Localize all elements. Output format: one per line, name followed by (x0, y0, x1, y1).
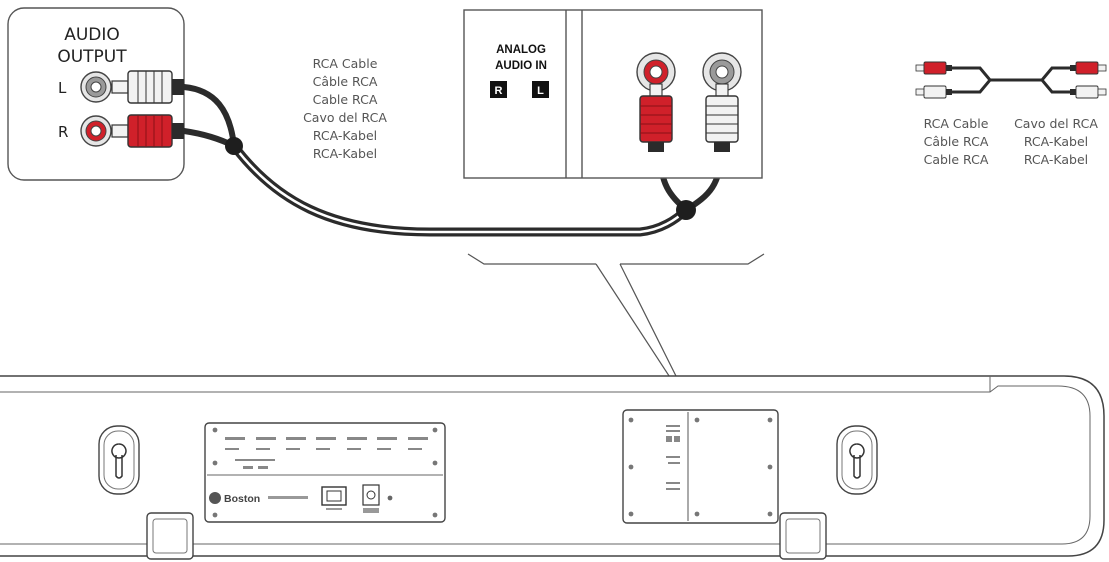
brand-logo: Boston (209, 492, 308, 505)
cable-junction-right (676, 200, 696, 220)
keyhole-mount-left (98, 425, 140, 495)
power-switch (321, 486, 347, 510)
analog-input-left-badge-label: L (537, 85, 544, 97)
cable-caption-line: Cavo del RCA (303, 110, 387, 125)
analog-input-left-badge (532, 81, 549, 98)
analog-input-panel: ANALOG AUDIO IN R L (463, 9, 763, 179)
cable-caption-line: Cable RCA (313, 92, 378, 107)
analog-input-title-line2: AUDIO IN (495, 60, 547, 72)
source-device: AUDIO OUTPUT L R (7, 7, 185, 181)
cable-junction-left (225, 137, 243, 155)
legend-label: Cable RCA (924, 152, 989, 167)
soundbar: Boston (0, 375, 1105, 560)
cable-caption-line: RCA Cable (313, 56, 378, 71)
soundbar-foot-right (779, 512, 827, 560)
cable-caption: RCA Cable Câble RCA Cable RCA Cavo del R… (303, 56, 387, 161)
keyhole-mount-right (836, 425, 878, 495)
source-left-label: L (58, 79, 67, 97)
rear-analog-plate (622, 409, 779, 524)
source-right-label: R (58, 123, 68, 141)
cable-caption-line: RCA-Kabel (313, 146, 377, 161)
source-red-plug (111, 114, 184, 148)
input-red-plug (639, 83, 673, 152)
legend-label: RCA-Kabel (1024, 152, 1088, 167)
input-right-jack (636, 52, 676, 92)
analog-input-right-badge (490, 81, 507, 98)
source-title-line2: OUTPUT (57, 47, 127, 67)
brand-logo-text: Boston (224, 493, 260, 505)
input-white-plug (705, 83, 739, 152)
source-right-jack (80, 115, 112, 147)
rear-connector-panel: Boston (204, 422, 446, 523)
analog-input-title-line1: ANALOG (496, 44, 546, 56)
source-white-plug (111, 70, 184, 104)
analog-input-panel-box (463, 9, 763, 179)
legend-label: RCA-Kabel (1024, 134, 1088, 149)
source-title-line1: AUDIO (64, 25, 120, 45)
legend-label: Câble RCA (924, 134, 989, 149)
input-left-jack (702, 52, 742, 92)
legend-label: RCA Cable (924, 116, 989, 131)
source-left-jack (80, 71, 112, 103)
legend-label: Cavo del RCA (1014, 116, 1098, 131)
dc-power-jack (362, 484, 393, 513)
soundbar-foot-left (146, 512, 194, 560)
cable-legend: RCA Cable Câble RCA Cable RCA Cavo del R… (915, 61, 1107, 167)
cable-caption-line: Câble RCA (313, 74, 378, 89)
cable-caption-line: RCA-Kabel (313, 128, 377, 143)
analog-input-right-badge-label: R (495, 85, 503, 97)
legend-cable-icon (915, 61, 1107, 99)
